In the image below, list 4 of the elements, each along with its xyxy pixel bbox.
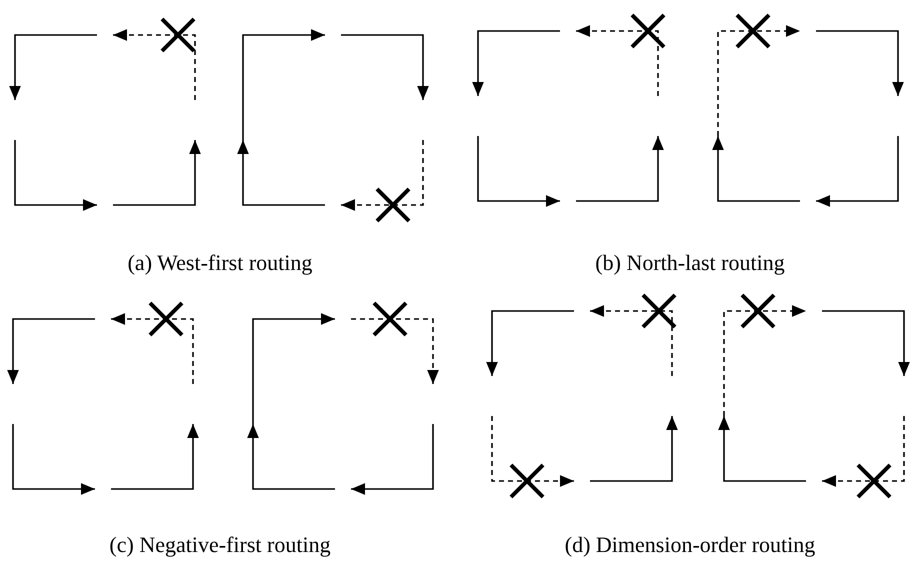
figure-caption: (a) West-first routing — [128, 250, 312, 276]
figure-caption: (b) North-last routing — [595, 250, 785, 276]
figure-caption: (d) Dimension-order routing — [564, 532, 816, 558]
figure-caption: (c) Negative-first routing — [109, 532, 331, 558]
